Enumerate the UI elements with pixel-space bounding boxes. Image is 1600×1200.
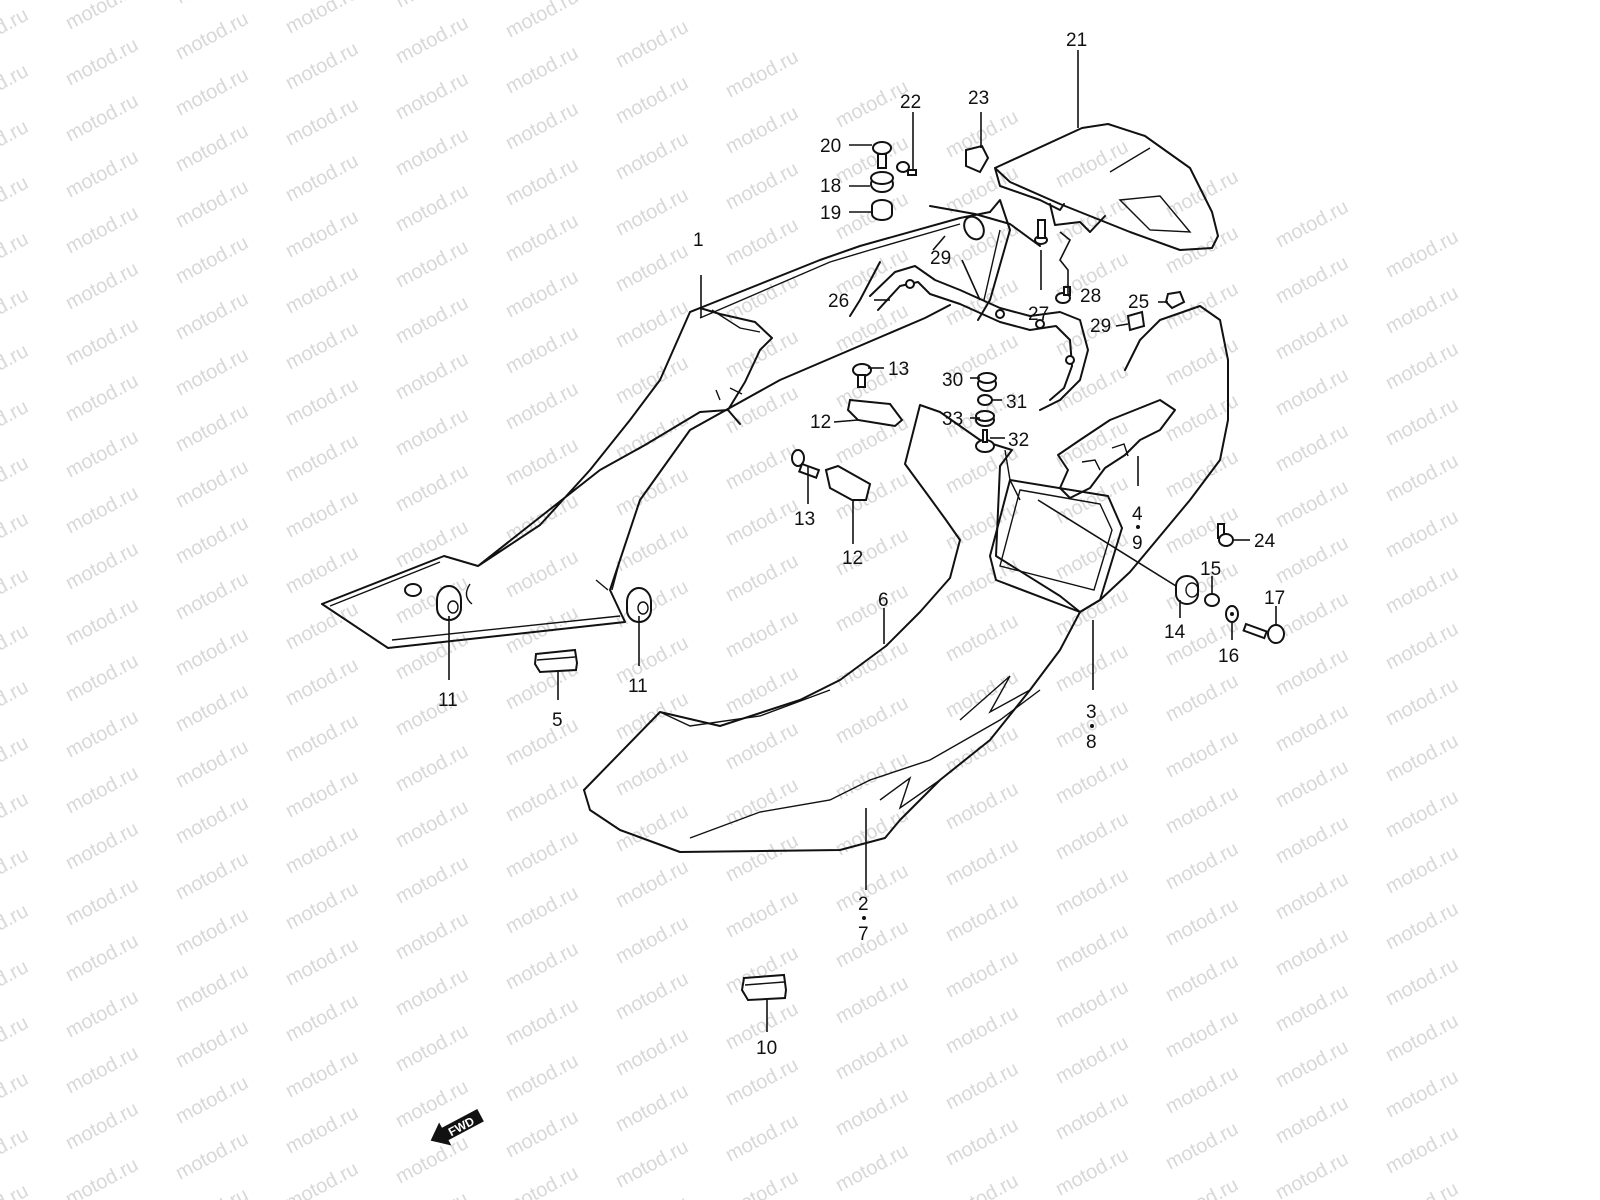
callout-6: 6 bbox=[878, 590, 889, 611]
part-15-collar[interactable] bbox=[1204, 593, 1220, 607]
side-panel-window bbox=[989, 479, 1123, 613]
part-16-washer[interactable] bbox=[1225, 605, 1239, 623]
part-10-pad[interactable] bbox=[740, 973, 788, 1002]
callout-17: 17 bbox=[1264, 588, 1285, 609]
part-28-nut[interactable] bbox=[1055, 286, 1071, 304]
callout-16: 16 bbox=[1218, 646, 1239, 667]
part-11-cushion-b[interactable] bbox=[626, 587, 652, 623]
callout-2: 2 bbox=[858, 894, 869, 915]
callout-3: 3 bbox=[1086, 702, 1097, 723]
callout-10: 10 bbox=[756, 1038, 777, 1059]
part-25-nut[interactable] bbox=[1164, 290, 1186, 310]
callout-5: 5 bbox=[552, 710, 563, 731]
part-23-clip[interactable] bbox=[965, 144, 990, 174]
part-22-screw[interactable] bbox=[896, 161, 917, 176]
callout-21: 21 bbox=[1066, 30, 1087, 51]
callout-28: 28 bbox=[1080, 286, 1101, 307]
part-13-screw-a[interactable] bbox=[852, 363, 872, 388]
callout-18: 18 bbox=[820, 176, 841, 197]
callout-8: 8 bbox=[1086, 732, 1097, 753]
callout-32: 32 bbox=[1008, 430, 1029, 451]
part-17-bolt[interactable] bbox=[1242, 622, 1285, 644]
callout-15: 15 bbox=[1200, 559, 1221, 580]
callout-12b: 12 bbox=[842, 548, 863, 569]
callout-25: 25 bbox=[1128, 292, 1149, 313]
callout-23: 23 bbox=[968, 88, 989, 109]
part-21-tail-piece[interactable] bbox=[994, 123, 1219, 251]
part-29-cushion-b[interactable] bbox=[1126, 310, 1146, 332]
part-29-cushion-a[interactable] bbox=[960, 213, 988, 243]
emblem-decal bbox=[1057, 399, 1176, 499]
part-33-cushion[interactable] bbox=[975, 410, 995, 427]
part-26-brace[interactable] bbox=[849, 199, 1089, 411]
forward-arrow-icon: FWD bbox=[430, 1109, 484, 1146]
callout-11a: 11 bbox=[438, 690, 458, 711]
part-31-collar[interactable] bbox=[977, 394, 993, 406]
callout-11b: 11 bbox=[628, 676, 648, 697]
hardware bbox=[436, 141, 1285, 1002]
part-14-grommet[interactable] bbox=[1175, 575, 1199, 605]
callout-22: 22 bbox=[900, 92, 921, 113]
part-1-frame-cover[interactable] bbox=[321, 211, 991, 649]
callout-9: 9 bbox=[1132, 533, 1143, 554]
callout-29a: 29 bbox=[930, 248, 951, 269]
callout-26: 26 bbox=[828, 291, 849, 312]
callout-3-8-dot bbox=[1090, 724, 1094, 728]
callout-4-9-dot bbox=[1136, 525, 1140, 529]
part-5-pad[interactable] bbox=[533, 648, 579, 674]
part-13-screw-b[interactable] bbox=[791, 449, 821, 479]
part-2-7-tail-cover[interactable] bbox=[583, 305, 1229, 853]
callout-27: 27 bbox=[1028, 304, 1049, 325]
part-19-collar[interactable] bbox=[871, 199, 893, 221]
callout-14: 14 bbox=[1164, 622, 1186, 643]
part-12-plate-b[interactable] bbox=[824, 464, 872, 501]
part-11-cushion-a[interactable] bbox=[436, 585, 462, 621]
part-18-grommet[interactable] bbox=[870, 171, 894, 193]
leader-lines bbox=[448, 50, 1277, 1032]
callout-4: 4 bbox=[1132, 504, 1143, 525]
callout-1: 1 bbox=[693, 230, 704, 251]
part-20-bolt[interactable] bbox=[872, 141, 892, 169]
callout-12a: 12 bbox=[810, 412, 831, 433]
part-24-screw[interactable] bbox=[1217, 523, 1234, 547]
callout-19: 19 bbox=[820, 203, 841, 224]
callout-13b: 13 bbox=[794, 509, 815, 530]
callout-labels: 1 2 7 3 8 4 9 5 6 10 11 11 12 12 13 13 1… bbox=[438, 30, 1285, 1059]
callout-20: 20 bbox=[820, 136, 841, 157]
callout-24: 24 bbox=[1254, 531, 1276, 552]
callout-30: 30 bbox=[942, 370, 963, 391]
part-32-nut[interactable] bbox=[975, 429, 995, 453]
callout-2-7-dot bbox=[862, 916, 866, 920]
callout-31: 31 bbox=[1006, 392, 1027, 413]
callout-33: 33 bbox=[942, 409, 963, 430]
callout-7: 7 bbox=[858, 924, 869, 945]
callout-29b: 29 bbox=[1090, 316, 1111, 337]
part-30-cushion[interactable] bbox=[977, 372, 997, 392]
part-12-plate-a[interactable] bbox=[846, 398, 904, 428]
callout-13a: 13 bbox=[888, 359, 909, 380]
part-27-bolt[interactable] bbox=[1034, 219, 1048, 245]
